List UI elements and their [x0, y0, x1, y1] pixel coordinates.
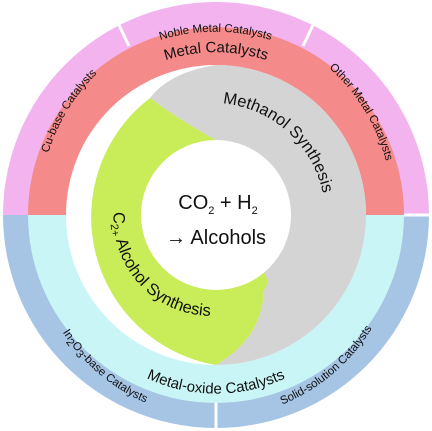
outer-divider-top-left — [116, 22, 131, 47]
center-circle — [141, 140, 291, 290]
center-line-2: → Alcohols — [166, 227, 266, 249]
center-line-1: CO2 + H2 — [178, 192, 258, 217]
outer-divider-top-right — [301, 22, 316, 47]
